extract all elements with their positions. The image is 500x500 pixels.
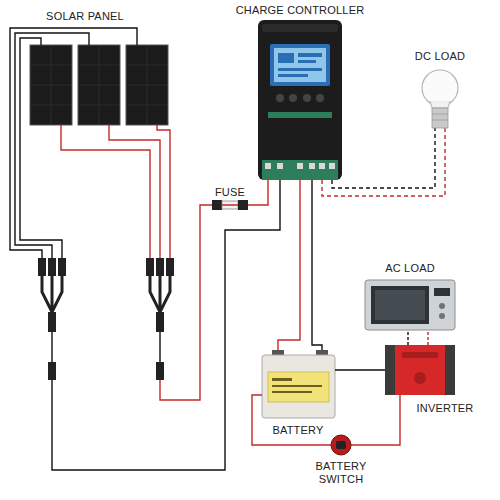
positive-wires bbox=[61, 125, 170, 258]
ac-wire bbox=[407, 330, 408, 345]
pv-positive-wire bbox=[160, 205, 212, 400]
inverter-positive-wire bbox=[351, 395, 400, 445]
pv-negative-wire bbox=[52, 180, 280, 470]
component-label: AC LOAD bbox=[385, 262, 435, 275]
component-label: BATTERY bbox=[272, 424, 323, 437]
dc-load-positive-wire bbox=[322, 128, 445, 196]
component-label: INVERTER bbox=[416, 402, 473, 415]
component-label: SOLAR PANEL bbox=[46, 10, 124, 23]
mc4-branch-negative bbox=[38, 258, 66, 380]
component-label: CHARGE CONTROLLER bbox=[236, 4, 365, 17]
battery-switch bbox=[331, 435, 351, 455]
component-label: FUSE bbox=[215, 186, 245, 199]
negative-wires bbox=[10, 28, 137, 258]
battery-positive-wire bbox=[278, 180, 300, 355]
charge-controller bbox=[258, 20, 342, 180]
fused-wire bbox=[248, 180, 268, 205]
battery-negative-wire bbox=[312, 180, 322, 355]
battery bbox=[262, 350, 335, 418]
light-bulb bbox=[422, 70, 458, 128]
component-label: BATTERY SWITCH bbox=[309, 460, 373, 486]
inverter bbox=[385, 345, 455, 395]
solar-panels bbox=[30, 45, 168, 125]
mc4-branch-positive bbox=[146, 258, 174, 380]
component-label: DC LOAD bbox=[415, 50, 465, 63]
ac-wire bbox=[427, 330, 428, 345]
inverter-negative-wire bbox=[335, 369, 385, 370]
inline-fuse bbox=[212, 200, 248, 210]
microwave bbox=[365, 280, 455, 330]
battery-switch-wire bbox=[252, 395, 331, 445]
dc-load-negative-wire bbox=[332, 128, 435, 188]
